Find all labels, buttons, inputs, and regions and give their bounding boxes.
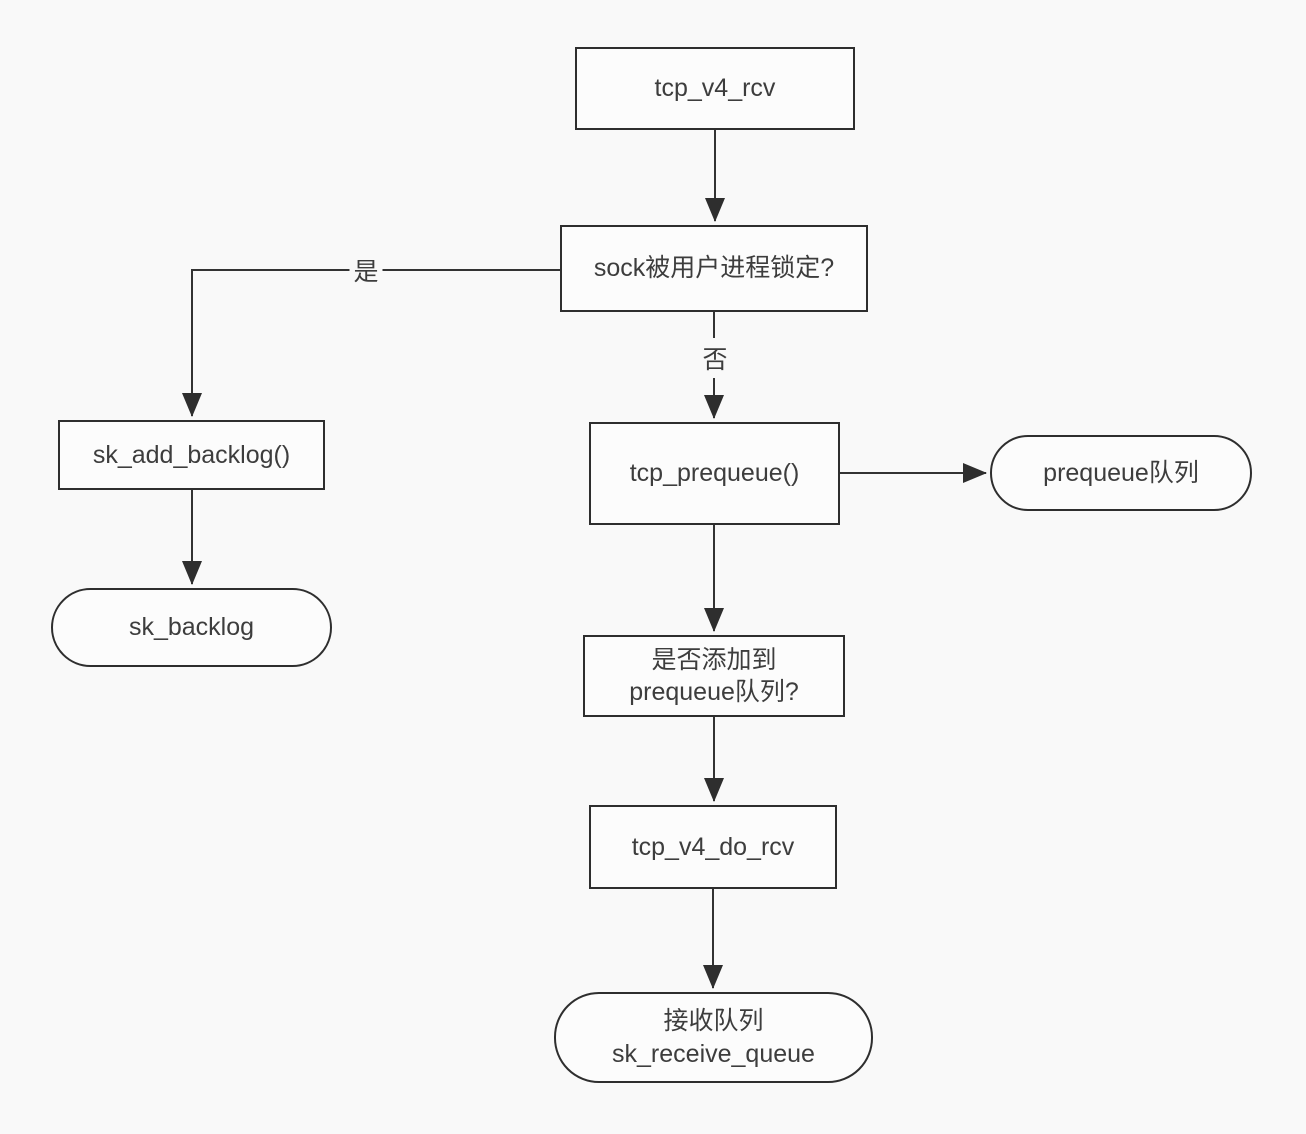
node-tcp-v4-do-rcv-label: tcp_v4_do_rcv — [631, 832, 795, 861]
node-added-to-prequeue-line1: 是否添加到 — [651, 645, 777, 674]
node-tcp-v4-do-rcv: tcp_v4_do_rcv — [589, 805, 837, 889]
node-sk-add-backlog: sk_add_backlog() — [58, 420, 325, 490]
node-added-to-prequeue-label: 是否添加到 prequeue队列? — [629, 644, 799, 709]
node-sock-locked-decision: sock被用户进程锁定? — [560, 225, 868, 312]
node-sock-locked-label: sock被用户进程锁定? — [593, 254, 835, 283]
node-sk-backlog: sk_backlog — [51, 588, 332, 667]
edge-label-no: 否 — [698, 338, 732, 378]
edge-label-yes: 是 — [349, 250, 383, 290]
node-sk-receive-queue-label: 接收队列 sk_receive_queue — [612, 1005, 815, 1070]
node-sk-add-backlog-label: sk_add_backlog() — [92, 440, 291, 469]
node-added-to-prequeue-line2: prequeue队列? — [629, 678, 799, 706]
node-tcp-prequeue-label: tcp_prequeue() — [629, 459, 800, 488]
node-sk-backlog-label: sk_backlog — [128, 613, 255, 642]
node-prequeue-queue-label: prequeue队列 — [1043, 458, 1199, 487]
node-tcp-v4-rcv: tcp_v4_rcv — [575, 47, 855, 130]
node-sk-receive-queue-line2: sk_receive_queue — [612, 1039, 815, 1068]
edge-socklocked-yes-to-skaddbacklog — [182, 269, 560, 417]
node-sk-receive-queue: 接收队列 sk_receive_queue — [554, 992, 873, 1083]
node-tcp-prequeue: tcp_prequeue() — [589, 422, 840, 525]
node-prequeue-queue: prequeue队列 — [990, 435, 1252, 511]
node-tcp-v4-rcv-label: tcp_v4_rcv — [654, 74, 776, 103]
node-added-to-prequeue-decision: 是否添加到 prequeue队列? — [583, 635, 845, 717]
node-sk-receive-queue-line1: 接收队列 — [663, 1007, 764, 1035]
